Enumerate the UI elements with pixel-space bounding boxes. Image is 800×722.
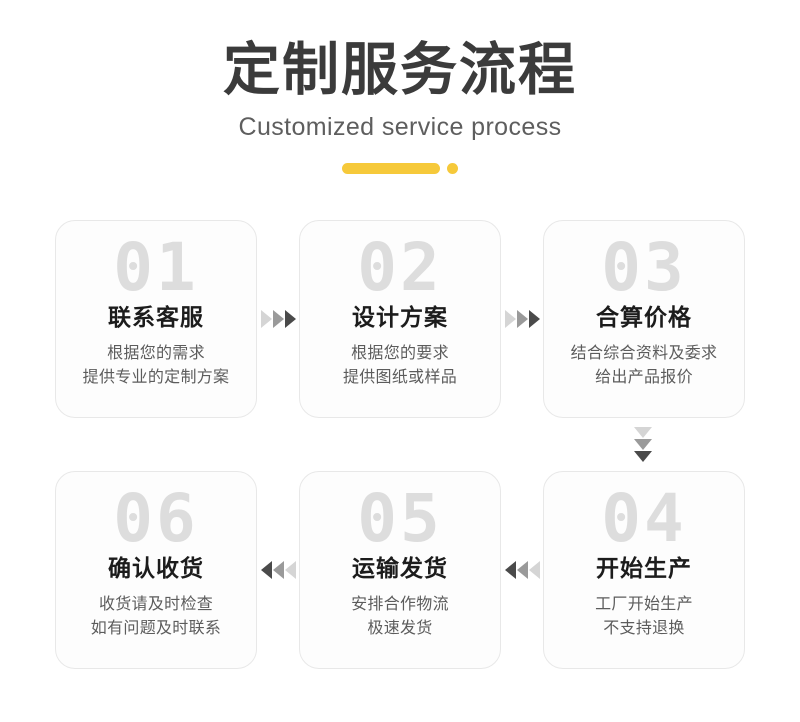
step-number: 02 <box>357 228 443 306</box>
process-card-04[interactable]: 04 开始生产 工厂开始生产 不支持退换 <box>543 470 745 669</box>
triangle-left-icon <box>528 560 540 579</box>
step-title: 运输发货 <box>352 555 448 582</box>
step-title: 开始生产 <box>596 555 692 582</box>
triangle-right-icon <box>284 309 296 328</box>
step-text: 确认收货 收货请及时检查 如有问题及时联系 <box>56 555 256 641</box>
page-title: 定制服务流程 <box>223 37 577 103</box>
accent-divider <box>335 162 465 174</box>
step-number: 04 <box>601 479 687 557</box>
step-title: 联系客服 <box>108 304 204 331</box>
arrow-right-icon <box>257 308 299 330</box>
step-description-line: 结合综合资料及委求 <box>570 344 718 362</box>
step-description: 根据您的需求 提供专业的定制方案 <box>56 342 256 391</box>
triangle-right-icon <box>272 309 284 328</box>
arrow-left-icon <box>257 559 299 581</box>
triangle-right-icon <box>504 309 516 328</box>
triangle-right-icon <box>516 309 528 328</box>
step-description-line: 工厂开始生产 <box>595 595 693 613</box>
step-description: 工厂开始生产 不支持退换 <box>544 593 744 642</box>
step-text: 合算价格 结合综合资料及委求 给出产品报价 <box>544 304 744 390</box>
accent-bar <box>342 162 440 174</box>
arrow-down-icon <box>633 426 652 462</box>
step-description: 安排合作物流 极速发货 <box>300 593 500 642</box>
triangle-left-icon <box>284 560 296 579</box>
accent-dot <box>447 162 458 174</box>
process-card-05[interactable]: 05 运输发货 安排合作物流 极速发货 <box>299 470 501 669</box>
triangle-right-icon <box>260 309 272 328</box>
process-flow: 01 联系客服 根据您的需求 提供专业的定制方案 02 设计方案 根据您的要求 … <box>0 219 800 669</box>
arrow-left-icon <box>501 559 543 581</box>
step-description-line: 根据您的要求 <box>351 344 449 362</box>
triangle-down-icon <box>633 438 652 450</box>
step-description-line: 根据您的需求 <box>107 344 205 362</box>
step-text: 运输发货 安排合作物流 极速发货 <box>300 555 500 641</box>
page-subtitle: Customized service process <box>238 113 562 142</box>
step-title: 设计方案 <box>352 304 448 331</box>
process-card-03[interactable]: 03 合算价格 结合综合资料及委求 给出产品报价 <box>543 219 745 418</box>
step-text: 开始生产 工厂开始生产 不支持退换 <box>544 555 744 641</box>
page-header: 定制服务流程 Customized service process <box>0 0 800 174</box>
step-description-line: 收货请及时检查 <box>98 595 214 613</box>
process-card-02[interactable]: 02 设计方案 根据您的要求 提供图纸或样品 <box>299 219 501 418</box>
triangle-left-icon <box>516 560 528 579</box>
step-description: 收货请及时检查 如有问题及时联系 <box>56 593 256 642</box>
step-description-line: 提供专业的定制方案 <box>82 368 230 386</box>
step-text: 联系客服 根据您的需求 提供专业的定制方案 <box>56 304 256 390</box>
step-description-line: 提供图纸或样品 <box>342 368 458 386</box>
step-description-line: 如有问题及时联系 <box>90 619 222 637</box>
arrow-right-icon <box>501 308 543 330</box>
process-card-06[interactable]: 06 确认收货 收货请及时检查 如有问题及时联系 <box>55 470 257 669</box>
step-description-line: 安排合作物流 <box>351 595 449 613</box>
process-row-bottom: 06 确认收货 收货请及时检查 如有问题及时联系 05 运输发货 安排合作物流 … <box>55 470 745 669</box>
triangle-left-icon <box>260 560 272 579</box>
step-description: 根据您的要求 提供图纸或样品 <box>300 342 500 391</box>
step-title: 确认收货 <box>108 555 204 582</box>
step-description: 结合综合资料及委求 给出产品报价 <box>544 342 744 391</box>
triangle-right-icon <box>528 309 540 328</box>
triangle-left-icon <box>504 560 516 579</box>
step-number: 05 <box>357 479 443 557</box>
step-description-line: 不支持退换 <box>603 619 685 637</box>
triangle-left-icon <box>272 560 284 579</box>
triangle-down-icon <box>633 426 652 438</box>
process-row-top: 01 联系客服 根据您的需求 提供专业的定制方案 02 设计方案 根据您的要求 … <box>55 219 745 418</box>
step-text: 设计方案 根据您的要求 提供图纸或样品 <box>300 304 500 390</box>
step-title: 合算价格 <box>596 304 692 331</box>
step-number: 01 <box>113 228 199 306</box>
step-number: 06 <box>113 479 199 557</box>
process-card-01[interactable]: 01 联系客服 根据您的需求 提供专业的定制方案 <box>55 219 257 418</box>
step-number: 03 <box>601 228 687 306</box>
arrow-down-connector <box>540 418 745 471</box>
step-description-line: 极速发货 <box>367 619 433 637</box>
triangle-down-icon <box>633 450 652 462</box>
step-description-line: 给出产品报价 <box>595 368 693 386</box>
